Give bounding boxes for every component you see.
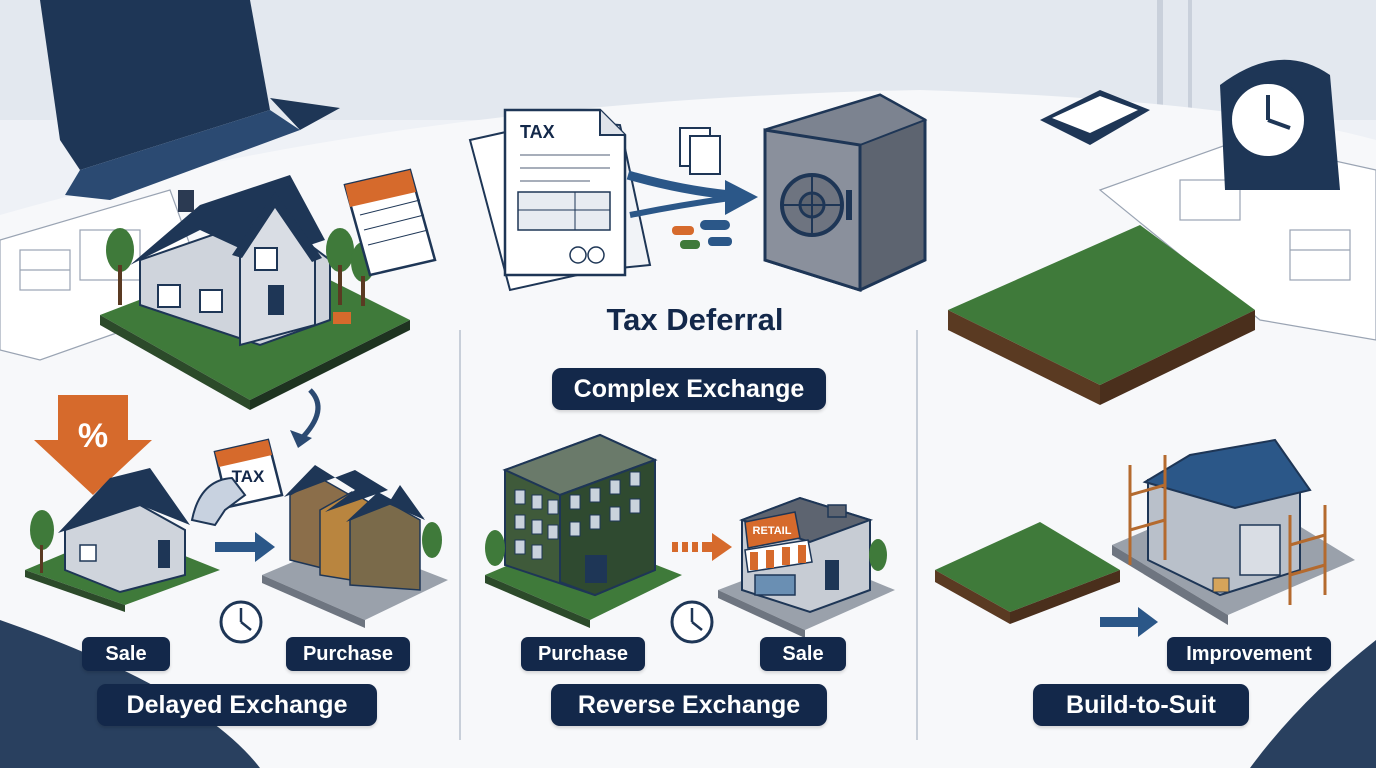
calendar-tax-label: TAX [232, 467, 265, 486]
warehouse-icon [1112, 438, 1355, 625]
safe-icon [763, 93, 928, 293]
store-sign-label: RETAIL [753, 525, 792, 537]
reverse-sale-label: Sale [760, 637, 846, 671]
complex-exchange-title: Complex Exchange [552, 368, 826, 410]
reverse-purchase-label: Purchase [521, 637, 645, 671]
money-chips [672, 220, 732, 249]
arrow-icon [626, 170, 758, 218]
doc-tax-label: TAX [520, 122, 555, 142]
arrow-icon [298, 388, 321, 442]
arrow-icon [672, 533, 732, 561]
delayed-sale-label: Sale [82, 637, 170, 671]
delayed-purchase-label: Purchase [286, 637, 410, 671]
percent-label: % [78, 417, 108, 455]
reverse-exchange-title: Reverse Exchange [551, 684, 827, 726]
arrow-icon [1100, 607, 1158, 637]
delayed-exchange-title: Delayed Exchange [97, 684, 377, 726]
improvement-label: Improvement [1167, 637, 1331, 671]
apartment-building-icon [485, 433, 682, 628]
desk-tray-icon [1040, 90, 1150, 145]
percent-arrow-icon: % [34, 395, 152, 495]
small-house-icon [25, 468, 220, 612]
small-doc-icon [679, 127, 721, 175]
clock-icon [1220, 59, 1340, 190]
house-icon [100, 175, 410, 410]
calendar-icon [343, 168, 437, 277]
tax-deferral-heading: Tax Deferral [607, 302, 784, 337]
document-icon: TAX [468, 108, 652, 292]
arrow-icon [215, 532, 275, 562]
build-to-suit-title: Build-to-Suit [1033, 684, 1249, 726]
clock-icon [219, 600, 263, 644]
hand-icon [190, 476, 247, 527]
land-plot-icon [948, 225, 1255, 405]
clock-icon [670, 600, 714, 644]
chair-icon [40, 0, 340, 200]
land-plot-small-icon [935, 522, 1120, 624]
retail-store-icon: RETAIL [718, 496, 895, 638]
townhouse-icon [262, 465, 448, 628]
